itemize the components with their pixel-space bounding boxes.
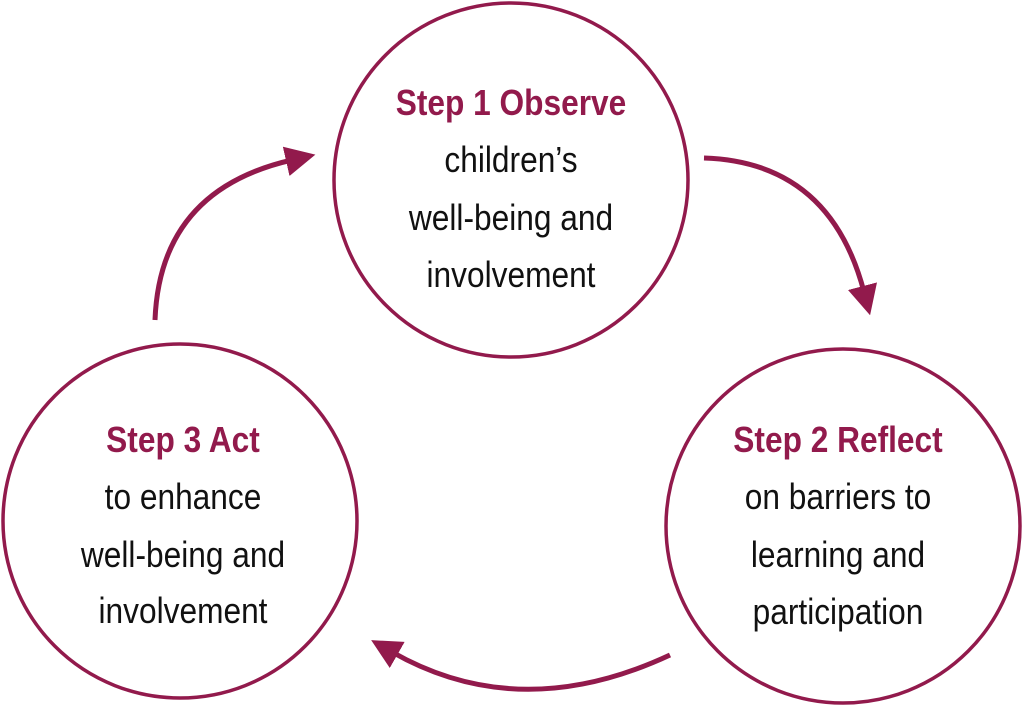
arrow-step2-to-step3	[371, 640, 672, 692]
step-2-line-1: on barriers to	[745, 477, 932, 517]
step-3-line-3: involvement	[99, 591, 268, 631]
step-3-line-1: to enhance	[105, 477, 262, 517]
step-3-circle	[1, 342, 359, 700]
arrow-step1-to-step2	[703, 155, 877, 316]
step-3-title: Step 3 Act	[106, 420, 260, 460]
step-1-line-3: involvement	[427, 255, 596, 295]
step-2-circle	[664, 347, 1022, 705]
step-1-circle	[332, 1, 690, 359]
step-1-node: Step 1 Observe children’s well-being and…	[332, 1, 690, 359]
step-3-line-2: well-being and	[80, 535, 285, 575]
step-2-line-3: participation	[753, 592, 924, 632]
step-2-node: Step 2 Reflect on barriers to learning a…	[664, 347, 1022, 705]
step-2-line-2: learning and	[751, 535, 925, 575]
step-1-title: Step 1 Observe	[396, 83, 627, 123]
step-3-node: Step 3 Act to enhance well-being and inv…	[1, 342, 359, 700]
step-2-title: Step 2 Reflect	[733, 420, 942, 460]
step-1-line-2: well-being and	[408, 198, 613, 238]
arrow-step3-to-step1	[152, 146, 316, 321]
step-1-line-1: children’s	[444, 140, 577, 180]
